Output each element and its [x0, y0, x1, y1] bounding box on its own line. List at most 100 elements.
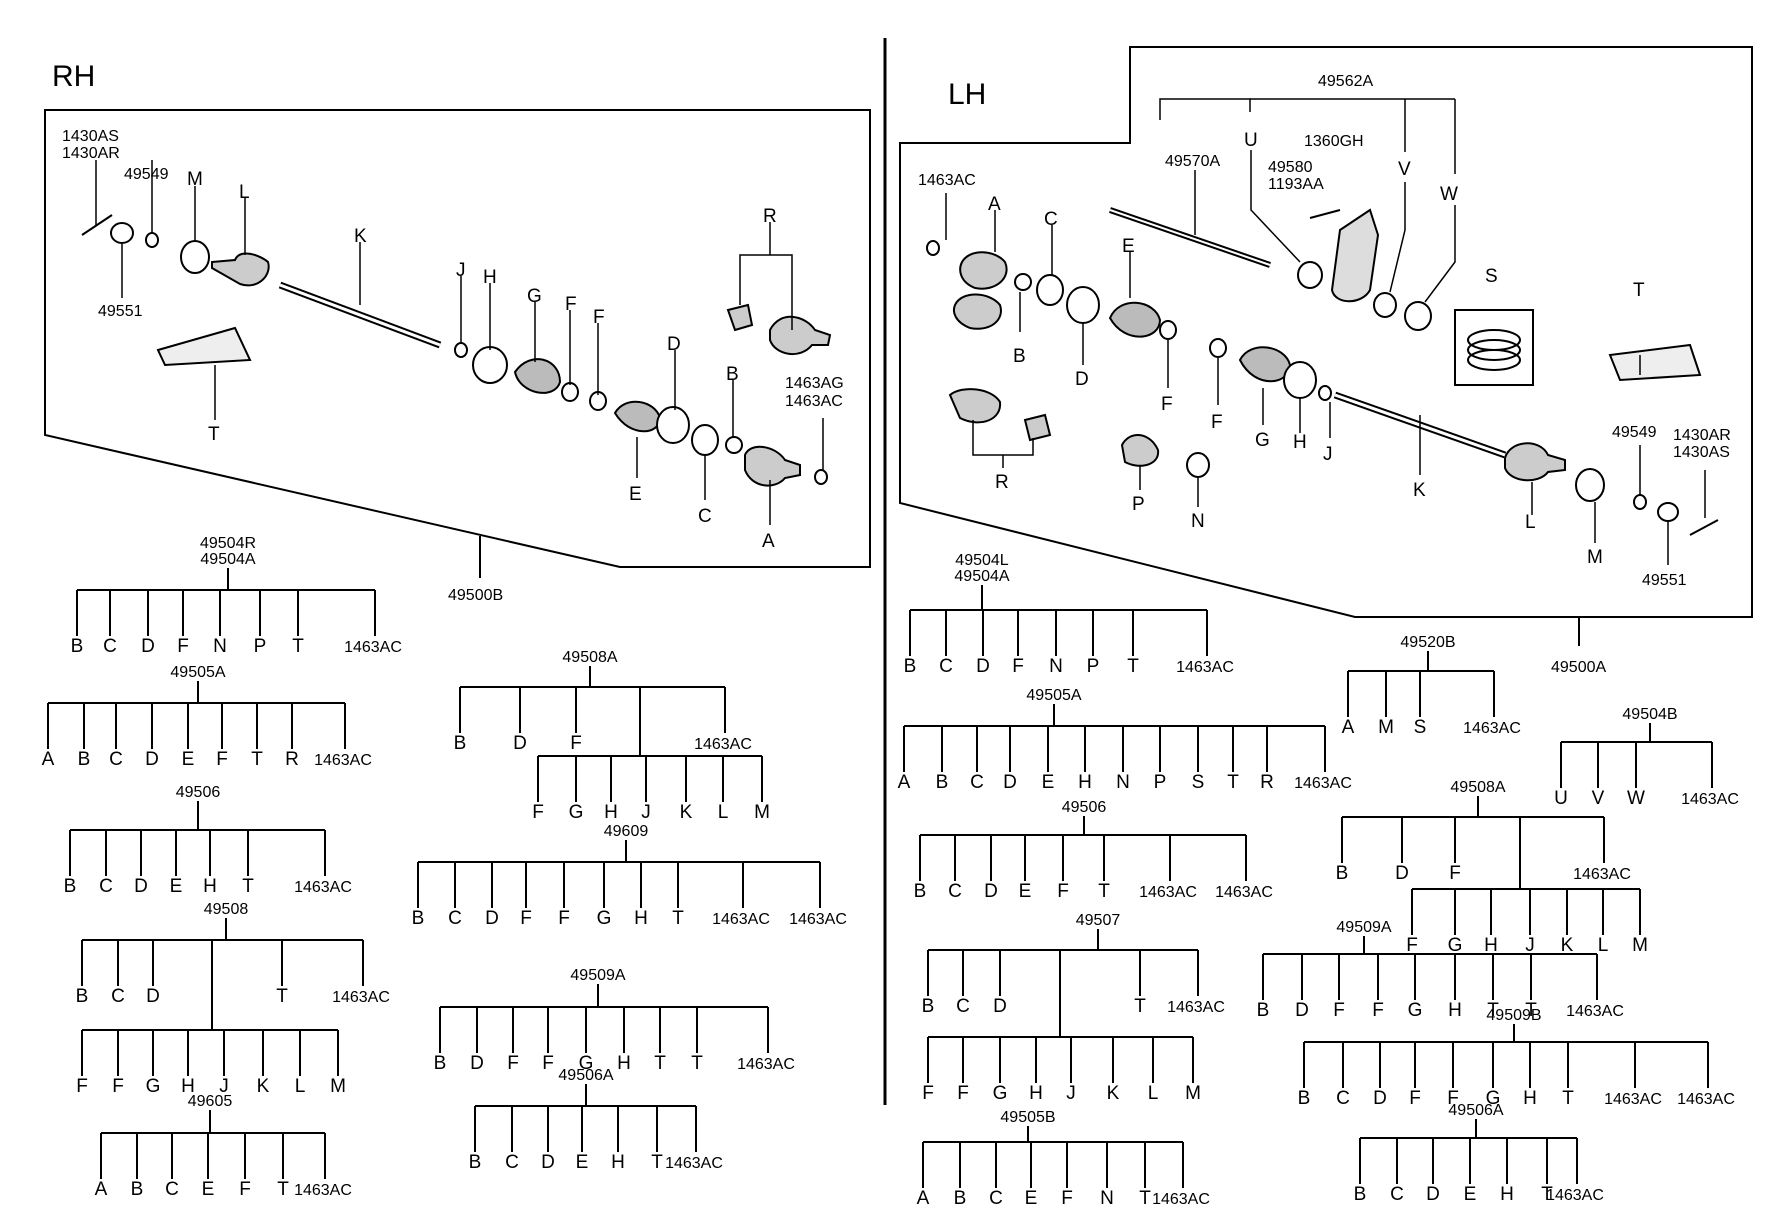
lh-callout-1360gh: 1360GH — [1304, 133, 1364, 150]
kit-0-item: P — [254, 636, 267, 657]
kit-3-item-sub: M — [330, 1076, 346, 1097]
kit-title: 49508A — [562, 649, 617, 666]
kit-18-item: 1463AC — [1677, 1091, 1735, 1108]
kit-title: 49505A — [1026, 687, 1081, 704]
kit-8-item: T — [651, 1152, 663, 1173]
kit-19-item: T — [1541, 1184, 1553, 1205]
kit-8-item: D — [541, 1152, 555, 1173]
rh-callout-49551: 49551 — [98, 303, 143, 320]
rh-clamp-f1 — [561, 382, 579, 402]
rh-nut-1463ag — [814, 469, 828, 485]
rh-callout-B: B — [726, 364, 739, 385]
kit-5-item-sub: H — [604, 802, 618, 823]
kit-16-item: D — [1395, 863, 1409, 884]
lh-callout-D: D — [1075, 369, 1089, 390]
kit-0-item: C — [103, 636, 117, 657]
kit-1-item: A — [42, 749, 55, 770]
lh-assembly-number: 49500A — [1551, 659, 1606, 676]
kit-title: 49506A — [1448, 1102, 1503, 1119]
kit-title: 49508A — [1450, 779, 1505, 796]
kit-8-item: B — [469, 1152, 482, 1173]
kit-11-item: E — [1019, 881, 1032, 902]
lh-callout-49580: 49580 — [1268, 159, 1313, 176]
lh-callout-1430ar: 1430AR — [1673, 427, 1731, 444]
kit-3-item: D — [146, 986, 160, 1007]
kit-title: 49609 — [604, 823, 649, 840]
kit-6-item: D — [485, 908, 499, 929]
kit-title-secondary: 49504A — [200, 551, 255, 568]
kit-8-item: 1463AC — [665, 1155, 723, 1172]
kit-1-item: B — [78, 749, 91, 770]
kit-title: 49505B — [1000, 1109, 1055, 1126]
kit-2-item: 1463AC — [294, 879, 352, 896]
rh-callout-D: D — [667, 334, 681, 355]
kit-10-item: C — [970, 772, 984, 793]
rh-callout-A: A — [762, 531, 775, 552]
kit-17-item: T — [1487, 1000, 1499, 1021]
kit-4-item: F — [239, 1179, 251, 1200]
rh-callout-R: R — [763, 206, 777, 227]
kit-16-item: 1463AC — [1573, 866, 1631, 883]
kit-9-item: B — [904, 656, 917, 677]
rh-callout-labels: 1430AS 1430AR 49549 49551 M L K J H G F … — [62, 128, 844, 552]
kit-17-item: D — [1295, 1000, 1309, 1021]
rh-boot-g — [513, 358, 562, 394]
kit-10-item: E — [1042, 772, 1055, 793]
lh-callout-F1: F — [1161, 394, 1173, 415]
kit-2-item: D — [134, 876, 148, 897]
kit-10-item: D — [1003, 772, 1017, 793]
kit-title: 49504L — [955, 552, 1008, 569]
kit-1-item: T — [251, 749, 263, 770]
kit-12-item: T — [1134, 996, 1146, 1017]
kit-16-item: F — [1449, 863, 1461, 884]
kit-18-item: T — [1562, 1088, 1574, 1109]
kit-9-item: T — [1127, 656, 1139, 677]
kit-2-item: B — [64, 876, 77, 897]
kit-6-item: H — [634, 908, 648, 929]
kit-0-item: D — [141, 636, 155, 657]
lh-clamp-d — [1066, 286, 1100, 324]
kit-17-item: F — [1372, 1000, 1384, 1021]
kit-0-item: 1463AC — [344, 639, 402, 656]
lh-washer — [1633, 494, 1647, 510]
rh-callout-J: J — [456, 260, 466, 281]
kit-16-item-sub: G — [1448, 935, 1463, 956]
kit-5-item: B — [454, 733, 467, 754]
lh-boot-g — [1238, 346, 1292, 383]
lh-callout-J: J — [1323, 444, 1333, 465]
lh-ring-b — [1014, 273, 1032, 291]
kit-0-item: N — [213, 636, 227, 657]
lh-ring-v — [1373, 292, 1397, 318]
rh-callout-H: H — [483, 267, 497, 288]
kit-8-item: H — [611, 1152, 625, 1173]
kit-16-item-sub: K — [1561, 935, 1574, 956]
kit-11-item: C — [948, 881, 962, 902]
lh-callout-V: V — [1398, 159, 1411, 180]
kit-8-item: E — [576, 1152, 589, 1173]
kit-11-item: 1463AC — [1215, 884, 1273, 901]
lh-housing-a2 — [952, 293, 1002, 330]
kit-11-item: 1463AC — [1139, 884, 1197, 901]
kit-title: 49504B — [1622, 706, 1677, 723]
rh-boot-e — [613, 400, 662, 433]
lh-callout-B: B — [1013, 346, 1026, 367]
lh-inner-joint-a — [959, 251, 1008, 290]
lh-callout-A: A — [988, 194, 1001, 215]
kit-1-item: R — [285, 749, 299, 770]
kit-16-item-sub: L — [1598, 935, 1609, 956]
kit-13-item: A — [917, 1188, 930, 1209]
kit-title: 49506 — [176, 784, 221, 801]
kit-16-item-sub: F — [1406, 935, 1418, 956]
kit-12-item: D — [993, 996, 1007, 1017]
lh-leaders — [945, 98, 1706, 565]
kit-6-item: F — [520, 908, 532, 929]
kit-1-item: C — [109, 749, 123, 770]
